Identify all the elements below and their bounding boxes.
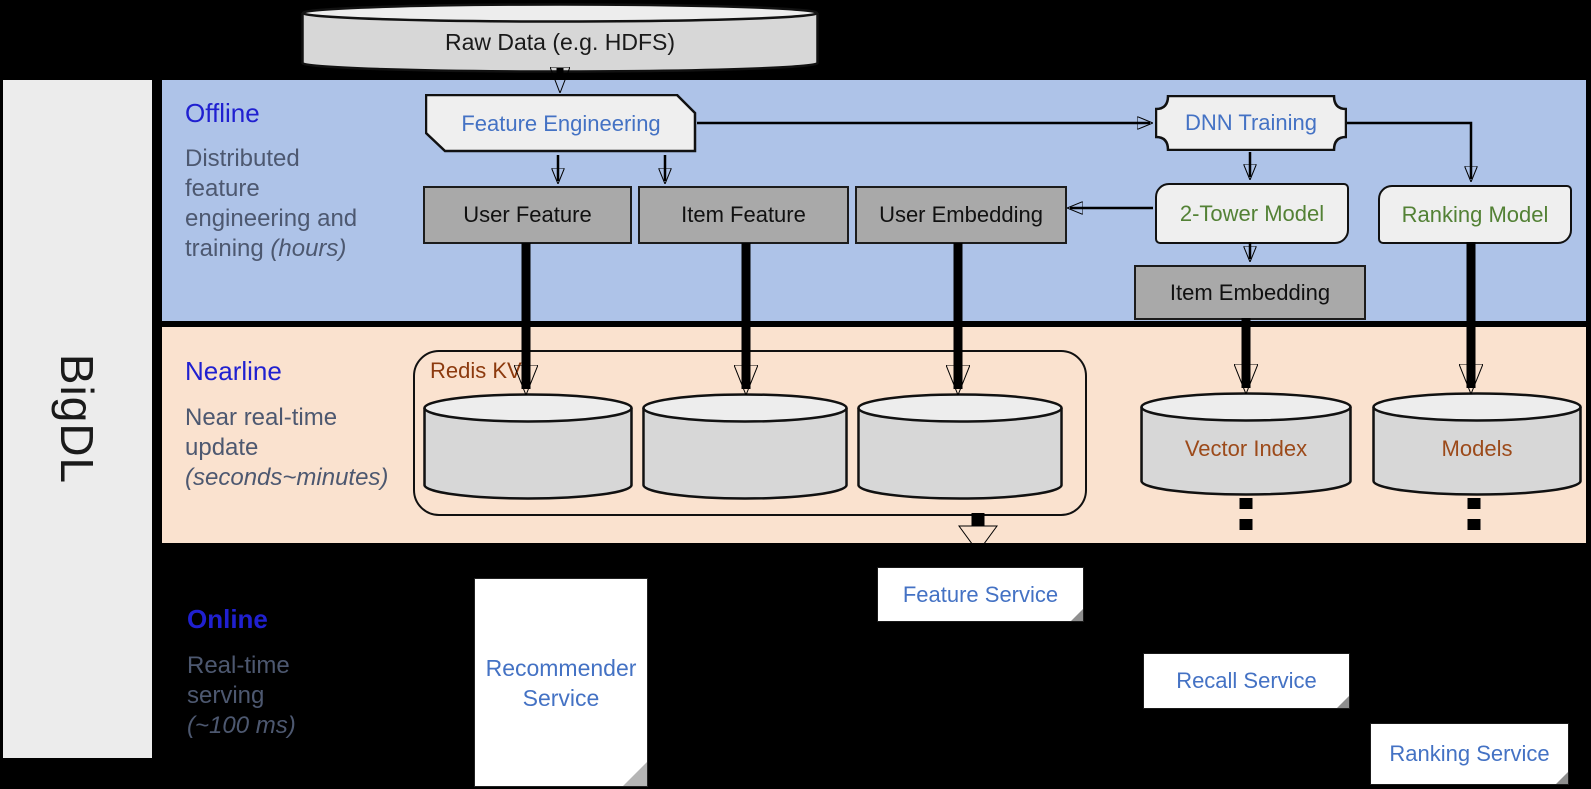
ranking-model-node: Ranking Model: [1378, 185, 1572, 244]
cylinder-icon: [1372, 392, 1582, 496]
online-desc-line: serving: [187, 682, 265, 709]
ranking-model-label: Ranking Model: [1401, 201, 1549, 227]
vector-index-label: Vector Index: [1184, 436, 1308, 461]
ranking-service-node: Ranking Service: [1370, 723, 1569, 785]
offline-desc-line: Distributed: [185, 145, 300, 172]
folded-corner-icon: [1556, 772, 1568, 784]
user-embedding-node: User Embedding: [855, 186, 1067, 244]
redis-shard-cylinder-3: [857, 393, 1063, 500]
offline-desc-line: feature: [185, 175, 260, 202]
ranking-service-label: Ranking Service: [1389, 741, 1550, 766]
dnn-training-label: DNN Training: [1184, 110, 1318, 135]
online-lane-header: Online Real-time serving (~100 ms): [187, 604, 296, 741]
folded-corner-icon: [623, 762, 647, 786]
dnn-training-node: DNN Training: [1155, 95, 1347, 151]
redis-shard-cylinder-2: [642, 393, 848, 500]
online-desc-note: (~100 ms): [187, 712, 296, 739]
recall-service-node: Recall Service: [1143, 653, 1350, 709]
user-feature-node: User Feature: [423, 186, 632, 244]
nearline-desc-line: update: [185, 434, 259, 461]
folded-corner-icon: [1337, 696, 1349, 708]
item-embedding-node: Item Embedding: [1134, 265, 1366, 320]
online-desc-line: Real-time: [187, 652, 290, 679]
nearline-lane-header: Nearline Near real-time update (seconds~…: [185, 356, 388, 493]
cylinder-icon: [642, 393, 848, 500]
redis-shard-cylinder-1: [423, 393, 633, 500]
offline-desc-note: (hours): [270, 235, 347, 262]
cylinder-icon: [857, 393, 1063, 500]
online-lane-title: Online: [187, 604, 268, 634]
user-feature-label: User Feature: [463, 202, 592, 227]
offline-lane-header: Offline Distributed feature engineering …: [185, 98, 357, 264]
item-embedding-label: Item Embedding: [1169, 279, 1331, 305]
bigdl-brand-panel: BigDL: [3, 80, 152, 758]
offline-lane-title: Offline: [185, 98, 260, 128]
raw-data-store: Raw Data (e.g. HDFS): [301, 3, 819, 73]
plaque-icon: [1155, 95, 1347, 151]
nearline-lane-title: Nearline: [185, 356, 282, 386]
item-feature-label: Item Feature: [681, 202, 806, 227]
feature-service-node: Feature Service: [877, 567, 1084, 622]
models-label: Models: [1441, 436, 1513, 461]
vector-index-store: Vector Index: [1140, 392, 1352, 496]
nearline-desc-note: (seconds~minutes): [185, 464, 389, 491]
cylinder-icon: [423, 393, 633, 500]
recommender-service-node: Recommender Service: [474, 578, 648, 787]
two-tower-model-label: 2-Tower Model: [1179, 200, 1325, 226]
raw-data-label: Raw Data (e.g. HDFS): [444, 28, 676, 55]
models-store: Models: [1372, 392, 1582, 496]
offline-lane-description: Distributed feature engineering and trai…: [185, 144, 357, 264]
recommender-service-label: Recommender Service: [485, 654, 637, 711]
snip-corner-rectangle-icon: [425, 94, 697, 153]
cylinder-icon: [1140, 392, 1352, 496]
feature-engineering-label: Feature Engineering: [461, 110, 661, 136]
offline-desc-line: engineering and: [185, 205, 358, 232]
feature-service-label: Feature Service: [902, 581, 1059, 607]
recall-service-label: Recall Service: [1176, 668, 1317, 693]
online-lane-description: Real-time serving (~100 ms): [187, 651, 296, 741]
bigdl-brand-label: BigDL: [51, 353, 104, 485]
feature-engineering-node: Feature Engineering: [425, 94, 697, 153]
two-tower-model-node: 2-Tower Model: [1155, 183, 1349, 244]
offline-desc-line: training (hours): [185, 235, 347, 262]
user-embedding-label: User Embedding: [879, 202, 1043, 227]
nearline-desc-line: Near real-time: [185, 404, 338, 431]
folded-corner-icon: [1071, 609, 1083, 621]
nearline-lane-description: Near real-time update (seconds~minutes): [185, 403, 388, 493]
cylinder-icon: [301, 3, 819, 73]
redis-kv-label: Redis KV: [430, 358, 522, 383]
item-feature-node: Item Feature: [638, 186, 849, 244]
